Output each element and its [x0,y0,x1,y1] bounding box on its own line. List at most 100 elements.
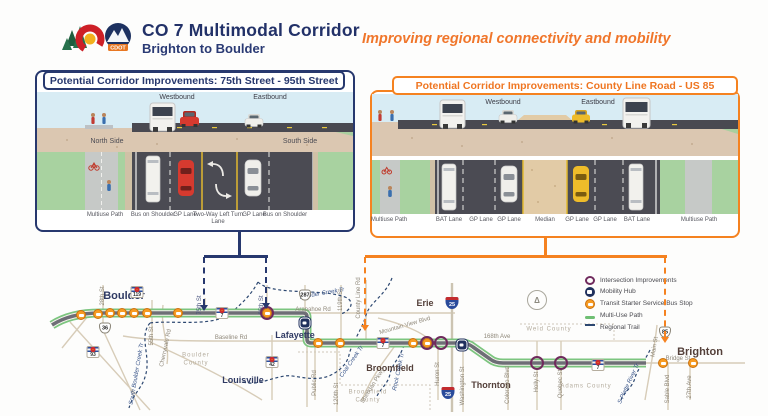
lane-label: Two-Way Left Turn Lane [192,212,244,225]
pedestrian-icon [91,113,106,124]
map-street-label: Main St [650,336,660,358]
south-side-label: South Side [282,138,318,145]
lane-label: GP Lane [497,217,521,223]
transit-stop-icon [658,358,668,368]
westbound-label: Westbound [159,94,195,101]
map-street-label: 168th Ave [483,334,511,340]
east-cross-section [372,94,738,214]
map-street-label: 120th St [334,382,340,406]
legend-row: Intersection Improvements [585,275,693,285]
bus-front-icon [149,102,176,132]
east-connector-arrow [661,337,669,343]
map-street-label: 55th St [149,326,155,346]
road-deck [398,120,738,129]
legend-row: Mobility Hub [585,286,693,297]
colorado-cdot-logo: CDOT [62,23,131,54]
turn-arrows-icon [207,161,232,199]
map-city-label: Thornton [471,380,511,390]
map-county-label: Weld County [526,326,572,333]
colorado-c-icon [75,24,105,54]
legend-label: Intersection Improvements [600,276,677,284]
east-connector-countyline [364,257,366,325]
lane-label: GP Lane [469,217,493,223]
east-connector-stem [544,236,547,257]
map-street-label: Colorado Blvd [505,366,511,404]
regional-trail-icon [585,324,595,334]
east-connector-bar [365,255,667,258]
legend-label: Transit Starter Service Bus Stop [600,300,693,308]
route-shield-us-287: 287 [299,289,311,301]
west-connector-arrow [200,305,208,311]
car-front-yellow-icon [572,110,590,124]
lane-label: Multiuse Path [680,217,718,223]
transit-stop-icon [688,358,698,368]
page-subtitle: Brighton to Boulder [142,41,265,56]
west-connector-bar [204,255,268,258]
lane-label: Multiuse Path [86,212,124,218]
legend-row: Regional Trail [585,323,693,332]
county-boundaries [298,323,615,410]
route-shield-i-25: 25 [441,387,455,399]
route-shield-co-7: 7 [591,359,605,371]
north-arrow: Δ [527,290,547,310]
route-shield-co-7: 7 [215,307,229,319]
bicycle-icon [88,162,100,171]
map-trail-label: South Boulder Creek Tr [128,342,146,406]
map-trail-label: Coal Creek Tr [338,345,366,379]
bicycle-icon [381,166,392,175]
map-street-label: Washington St [460,366,466,406]
bus-top-icon [145,155,161,203]
map-county-label: Broomfield County [348,389,388,404]
route-shield-co-7: 7 [376,337,390,349]
colorado-flag-icon [131,287,143,292]
eastbound-label: Eastbound [253,94,287,101]
median-hump [518,115,572,120]
tree-icon [62,38,72,50]
transit-stop-icon [585,298,595,309]
car-top-red-icon [178,160,194,196]
transit-stop-icon [142,308,152,318]
route-shield-us-36: 36 [99,322,111,334]
transit-stop-icon [76,310,86,320]
bus-top-icon [628,163,644,211]
colorado-flag-icon [377,338,389,343]
map-street-label: Huron St [435,362,441,386]
map-county-label: Adams County [560,383,612,390]
road-deck [132,123,353,132]
lane-label: GP Lane [242,212,266,218]
mobility-hub-icon [298,316,312,330]
transit-stop-icon [129,308,139,318]
transit-stop-icon [408,338,418,348]
west-connector-arrow [262,303,270,309]
cdot-banner [108,44,128,51]
intersection-improvement-icon [554,356,568,370]
bus-front-icon [439,99,466,129]
route-shield-co-93: 93 [86,346,100,358]
west-connector-75th [203,257,205,305]
car-front-red-icon [180,111,199,127]
legend-label: Multi-Use Path [600,311,643,319]
north-side-label: North Side [90,138,124,145]
west-connector-stem [238,230,241,257]
lane-label: BAT Lane [435,217,463,223]
map-legend: Intersection Improvements Mobility Hub T… [585,275,693,334]
legend-label: Regional Trail [600,323,640,331]
page-title: CO 7 Multimodal Corridor [142,20,360,40]
bus-top-icon [441,163,457,211]
sidewalk [85,125,113,129]
bus-front-icon [622,97,651,129]
multi-use-path-icon [585,315,595,319]
map-street-label: Arapahoe Rd [295,307,331,313]
map-street-label: Sable Blvd [665,374,671,404]
panel-east-title: Potential Corridor Improvements: County … [392,76,738,95]
intersection-improvement-icon [530,356,544,370]
colorado-flag-icon [216,308,228,313]
map-street-label: Quebec St [558,369,564,399]
map-county-label: Boulder County [182,352,210,367]
west-connector-95th [265,257,267,303]
colorado-flag-icon [266,357,278,362]
car-front-white-icon [498,110,518,124]
intersection-ring-icon [585,275,595,285]
pedestrian-icon [378,110,394,121]
map-street-label: Holly St [534,371,540,393]
